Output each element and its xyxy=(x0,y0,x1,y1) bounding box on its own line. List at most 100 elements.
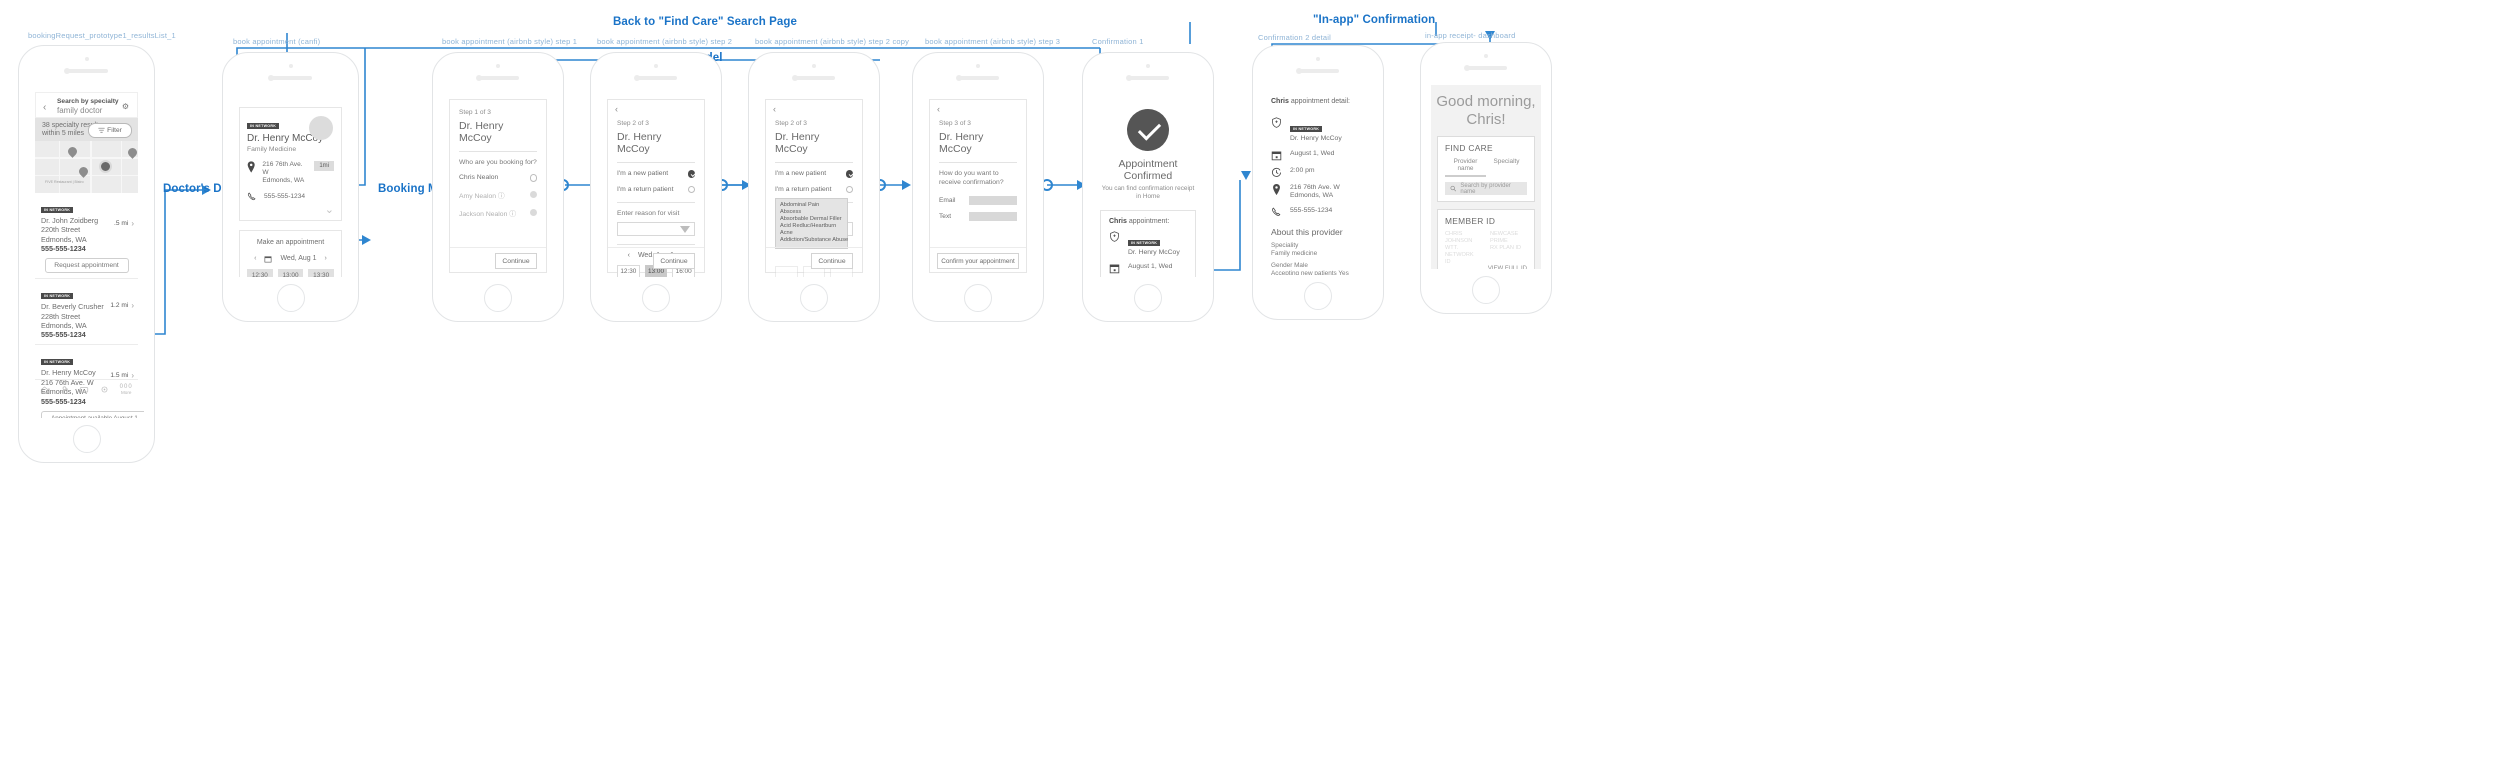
member-id-left: CHRIS JOHNSON WTT. NETWORK ID xyxy=(1445,231,1474,265)
provider-name: Dr. Henry McCoy xyxy=(247,133,324,144)
phone-dashboard: Good morning, Chris! FIND CARE Provider … xyxy=(1420,42,1552,314)
person-icon[interactable] xyxy=(60,385,69,394)
email-field[interactable] xyxy=(969,196,1017,206)
back-icon[interactable]: ‹ xyxy=(937,104,940,114)
continue-button[interactable]: Continue xyxy=(811,253,853,269)
info-icon[interactable]: ⓘ xyxy=(497,192,505,200)
map-pin[interactable] xyxy=(77,165,90,179)
confirmation-subtitle: You can find confirmation receipt in Hom… xyxy=(1101,185,1195,201)
home-button[interactable] xyxy=(1134,284,1162,312)
appointment-available-button[interactable]: Appointment available August 1 xyxy=(41,410,144,418)
text-field[interactable] xyxy=(969,212,1017,222)
current-location-dot xyxy=(99,160,112,173)
detail-phone[interactable]: 555-555-1234 xyxy=(1290,206,1333,214)
gear-icon[interactable]: ⚙ xyxy=(121,102,129,111)
map-view[interactable]: FIVE Restaurant | Bistro xyxy=(35,141,138,193)
radio-new-patient[interactable] xyxy=(845,170,853,178)
list-item[interactable]: IN NETWORK Dr. Beverly Crusher 228th Str… xyxy=(35,279,138,344)
tab-specialty[interactable]: Specialty xyxy=(1493,158,1520,165)
phone-doctor-detail: IN NETWORK Dr. Henry McCoy Family Medici… xyxy=(222,52,359,322)
date-navigator[interactable]: ‹ Wed, Aug 1 › xyxy=(247,255,334,263)
time-slot[interactable]: 13:00 xyxy=(277,268,304,277)
member-id-title: MEMBER ID xyxy=(1445,216,1496,226)
option-label: Chris Nealon xyxy=(459,174,499,182)
option-row[interactable]: Chris Nealon xyxy=(459,174,537,182)
location-icon[interactable] xyxy=(100,385,109,394)
time-slot[interactable]: 13:30 xyxy=(308,268,335,277)
provider-search-input[interactable]: Search by provider name xyxy=(1445,182,1527,195)
radio-return-patient[interactable] xyxy=(845,185,853,193)
list-item[interactable]: IN NETWORK Dr. Henry McCoy 216 76th Ave.… xyxy=(35,345,144,418)
back-icon[interactable]: ‹ xyxy=(773,104,776,114)
doctor-name: Dr. Henry McCoy xyxy=(939,131,984,155)
view-full-id-card-link[interactable]: VIEW FULL ID CARD xyxy=(1487,266,1527,269)
home-icon[interactable] xyxy=(40,385,49,394)
reason-select[interactable] xyxy=(617,222,695,236)
chevron-left-icon[interactable]: ‹ xyxy=(254,255,257,263)
more-icon[interactable]: 000 xyxy=(119,383,133,390)
radio-chris-nealon[interactable] xyxy=(529,174,537,182)
patient-option-row[interactable]: I'm a new patient xyxy=(775,170,853,178)
sensor-dot xyxy=(476,75,482,81)
shield-doctor-icon xyxy=(1110,231,1119,242)
provider-name: Dr. John Zoidberg xyxy=(41,216,99,225)
radio-new-patient[interactable] xyxy=(687,170,695,178)
patient-option-row[interactable]: I'm a return patient xyxy=(775,185,853,193)
find-care-tabs[interactable]: Provider name Specialty xyxy=(1445,158,1527,177)
filter-button[interactable]: Filter xyxy=(88,123,132,138)
chevron-down-icon[interactable]: ⌄ xyxy=(324,203,334,216)
home-button[interactable] xyxy=(276,284,305,312)
camera-dot xyxy=(84,57,89,61)
provider-phone: 555-555-1234 xyxy=(41,244,86,254)
dropdown-item[interactable]: Absorbable Dermal Filler xyxy=(780,216,842,223)
search-input[interactable]: family doctor xyxy=(57,106,103,115)
chevron-right-icon: › xyxy=(131,219,134,228)
confirm-appointment-button[interactable]: Confirm your appointment xyxy=(937,253,1019,269)
card-icon[interactable] xyxy=(79,385,89,394)
home-button[interactable] xyxy=(964,284,992,312)
home-button[interactable] xyxy=(1472,276,1500,304)
reason-dropdown-list[interactable]: Abdominal Pain Abscess Absorbable Dermal… xyxy=(775,198,848,249)
patient-name: Chris xyxy=(1109,217,1127,225)
dropdown-item[interactable]: Acne xyxy=(780,230,793,237)
home-button[interactable] xyxy=(484,284,512,312)
tab-bar[interactable]: 000 More xyxy=(35,379,138,398)
back-icon[interactable]: ‹ xyxy=(615,104,618,114)
chevron-left-icon[interactable]: ‹ xyxy=(627,252,630,259)
patient-option-row[interactable]: I'm a new patient xyxy=(617,170,695,178)
dropdown-item[interactable]: Acid Redluc/Heartburn xyxy=(780,223,837,230)
search-title: Search by specialty xyxy=(57,98,119,105)
chevron-right-icon[interactable]: › xyxy=(324,255,327,263)
home-button[interactable] xyxy=(1304,282,1332,310)
time-slot[interactable] xyxy=(775,266,798,277)
time-slot[interactable]: 12:30 xyxy=(247,268,273,277)
provider-phone: 555-555-1234 xyxy=(41,396,86,406)
sensor-dot xyxy=(956,75,962,81)
detail-date: August 1, Wed xyxy=(1290,149,1335,157)
map-pin[interactable] xyxy=(66,145,79,159)
continue-button[interactable]: Continue xyxy=(653,253,695,269)
info-icon[interactable]: ⓘ xyxy=(509,210,517,218)
continue-button[interactable]: Continue xyxy=(495,253,537,269)
request-appointment-button[interactable]: Request appointment xyxy=(44,258,129,274)
results-list[interactable]: IN NETWORK Dr. John Zoidberg 220th Stree… xyxy=(35,193,144,418)
home-button[interactable] xyxy=(72,425,101,453)
home-button[interactable] xyxy=(642,284,670,312)
list-item[interactable]: IN NETWORK Dr. John Zoidberg 220th Stree… xyxy=(35,193,138,278)
doctor-name: Dr. Henry McCoy xyxy=(459,120,504,144)
dropdown-item[interactable]: Abdominal Pain xyxy=(780,202,820,208)
back-icon[interactable]: ‹ xyxy=(43,102,47,113)
time-slot[interactable]: 12:30 xyxy=(617,265,640,277)
time-slots[interactable]: 12:30 13:00 13:30 xyxy=(247,268,335,277)
home-button[interactable] xyxy=(800,284,828,312)
provider-phone[interactable]: 555-555-1234 xyxy=(264,193,306,201)
radio-return-patient[interactable] xyxy=(687,185,695,193)
dropdown-item[interactable]: Addiction/Substance Abuse xyxy=(780,237,849,244)
tab-provider-name[interactable]: Provider name xyxy=(1445,158,1486,177)
dropdown-item[interactable]: Abscess xyxy=(780,209,802,216)
patient-option-row[interactable]: I'm a return patient xyxy=(617,185,695,193)
camera-dot xyxy=(288,64,293,68)
map-pin[interactable] xyxy=(126,146,138,160)
divider xyxy=(617,202,695,203)
